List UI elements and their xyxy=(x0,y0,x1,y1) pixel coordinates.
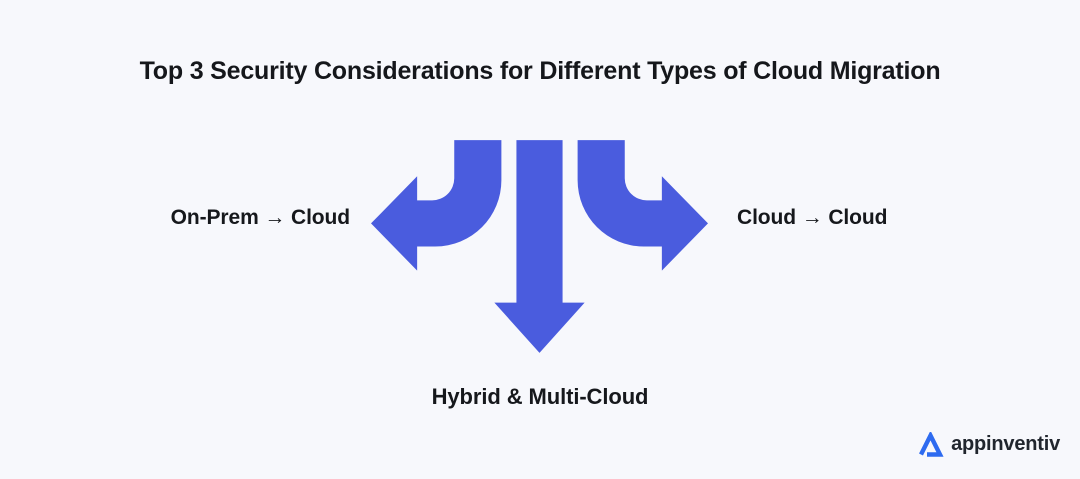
appinventiv-logo-text: appinventiv xyxy=(951,433,1060,455)
page-title: Top 3 Security Considerations for Differ… xyxy=(139,57,941,85)
label-cloud-to-cloud: Cloud → Cloud xyxy=(737,206,888,229)
down-arrow-icon xyxy=(494,140,585,353)
right-curved-arrow-icon xyxy=(577,140,708,271)
triangle-a-icon xyxy=(919,432,944,457)
branching-arrows-icon xyxy=(371,140,708,353)
label-hybrid-multicloud: Hybrid & Multi-Cloud xyxy=(431,384,649,409)
three-way-arrow-graphic xyxy=(371,140,708,353)
label-onprem-to-cloud: On-Prem → Cloud xyxy=(170,206,350,229)
appinventiv-logo: appinventiv xyxy=(917,432,1060,457)
left-curved-arrow-icon xyxy=(371,140,502,271)
